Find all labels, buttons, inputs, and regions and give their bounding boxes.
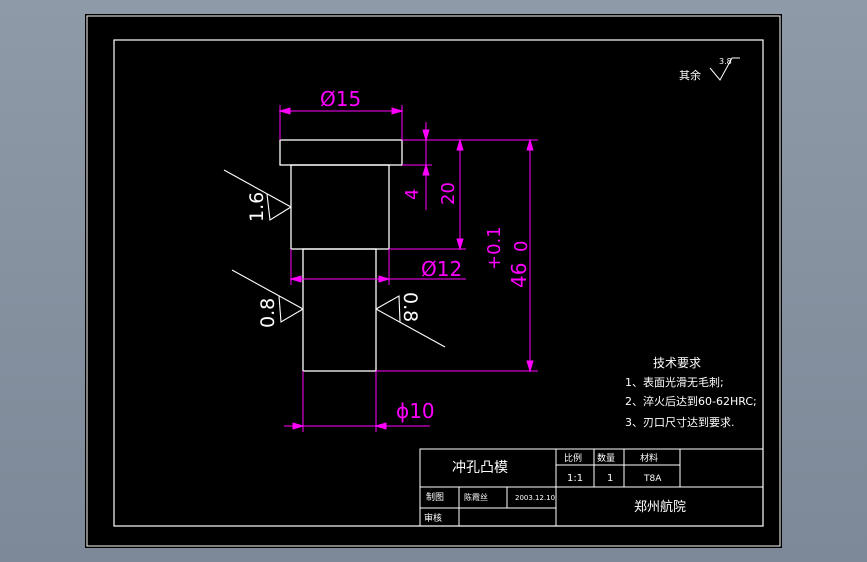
drawn-by: 陈霞丝 (464, 492, 488, 502)
tech-req-item: 2、淬火后达到60-62HRC; (625, 394, 757, 408)
drawing-date: 2003.12.10 (515, 494, 555, 502)
dim-text-tol-upper: +0.1 (484, 226, 505, 270)
material-value: T8A (643, 474, 662, 484)
tech-requirements: 技术要求 1、表面光滑无毛刺; 2、淬火后达到60-62HRC; 3、刃口尺寸达… (625, 356, 757, 429)
arrow-icon (374, 422, 387, 430)
roughness-symbol-icon (278, 295, 304, 323)
roughness-symbol-icon (709, 57, 740, 81)
finish-mark-lower-left (231, 269, 304, 323)
arrow-icon (378, 275, 391, 283)
scale-label: 比例 (564, 452, 582, 464)
dim-text-tol-lower: 0 (511, 241, 532, 252)
arrow-icon (289, 275, 302, 283)
roughness-general-note: 其余 3.8 (679, 57, 740, 82)
dim-text-h46: 46 (507, 263, 531, 288)
dim-text-d15: Ø15 (320, 87, 361, 111)
finish-mark-lower-right (375, 295, 446, 348)
drawing-background (85, 14, 782, 548)
arrow-icon (456, 238, 464, 251)
dim-text-d10: ɸ10 (396, 399, 435, 423)
drawn-label: 制图 (426, 491, 444, 503)
check-label: 审核 (424, 512, 442, 524)
arrow-icon (526, 360, 534, 373)
arrow-icon (422, 129, 430, 142)
part-name: 冲孔凸模 (452, 460, 508, 476)
arrow-icon (526, 138, 534, 151)
arrow-icon (278, 107, 291, 115)
roughness-symbol-icon (266, 193, 292, 221)
roughness-symbol-icon (375, 295, 401, 323)
finish-text-lower-right: 0.8 (399, 292, 421, 322)
punch-part (279, 139, 403, 372)
dim-text-d12: Ø12 (421, 257, 462, 281)
outer-border (86, 15, 781, 547)
leader-line (223, 169, 292, 208)
punch-tip (302, 248, 377, 372)
dim-text-h4: 4 (402, 189, 423, 200)
dim-text-h20: 20 (438, 182, 459, 205)
svg-text:3.8: 3.8 (719, 57, 732, 66)
title-block (419, 448, 764, 527)
material-label: 材料 (640, 452, 658, 464)
arrow-icon (422, 163, 430, 176)
finish-text-lower-left: 0.8 (257, 298, 279, 328)
institution: 郑州航院 (634, 499, 686, 515)
qty-value: 1 (607, 473, 613, 484)
tech-req-item: 3、刃口尺寸达到要求. (625, 415, 735, 429)
arrow-icon (391, 107, 404, 115)
tech-req-title: 技术要求 (653, 356, 701, 370)
finish-mark-upper-left (223, 169, 292, 221)
tech-req-item: 1、表面光滑无毛刺; (625, 375, 724, 389)
finish-text-upper-left: 1.6 (246, 192, 268, 222)
qty-label: 数量 (597, 452, 615, 464)
arrow-icon (292, 422, 305, 430)
scale-value: 1:1 (567, 473, 583, 484)
arrow-icon (456, 138, 464, 151)
leader-line (231, 269, 304, 310)
svg-text:其余: 其余 (679, 68, 701, 82)
leader-line (375, 308, 446, 348)
